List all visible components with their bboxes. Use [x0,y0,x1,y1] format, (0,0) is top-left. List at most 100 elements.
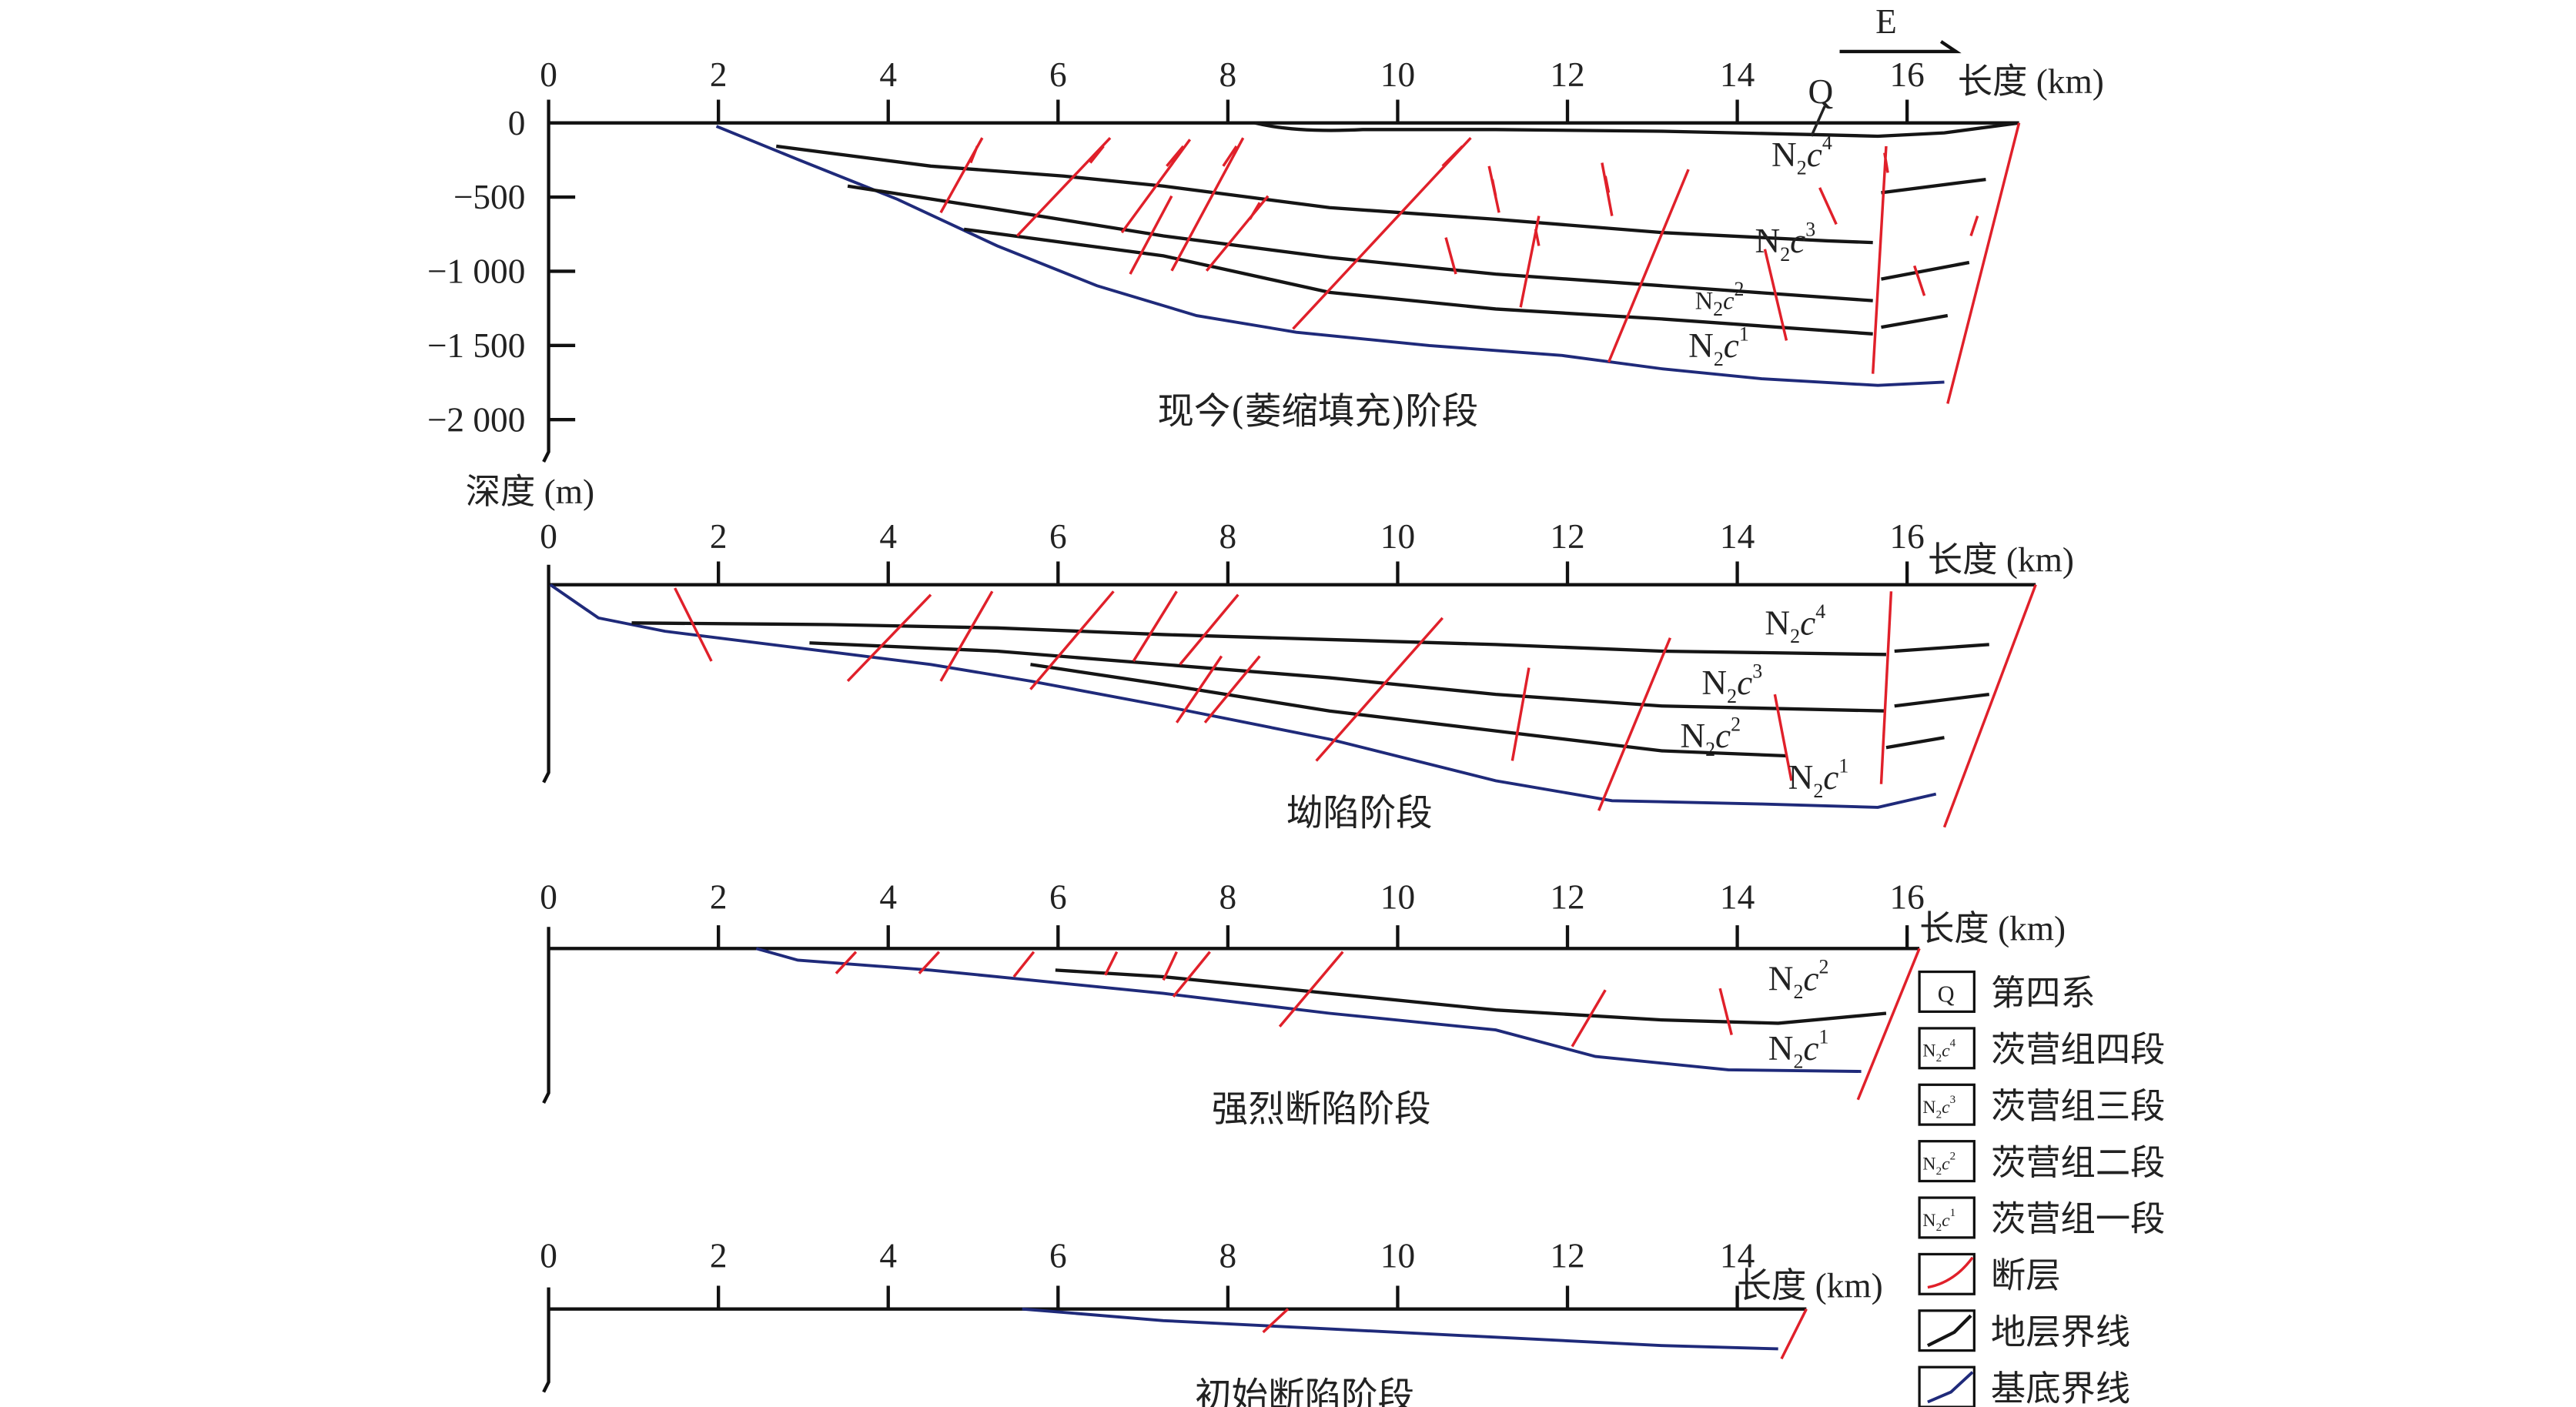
formation-label-n2c3: N2c3 [1755,218,1815,265]
formation-label-n2c2: N2c2 [1695,278,1745,320]
x-tick-label: 10 [1380,878,1415,917]
strata-line [1055,968,1887,1025]
formation-label-n2c1: N2c1 [1768,1025,1829,1072]
x-tick-label: 4 [879,55,897,94]
x-tick-label: 2 [710,517,728,556]
formation-label-n2c2: N2c2 [1680,714,1741,760]
x-tick-label: 16 [1889,517,1924,556]
depth-tick-label: −1 000 [427,252,526,291]
depth-tick-label: −1 500 [427,326,526,365]
depth-axis [542,99,550,463]
depth-axis [542,564,550,784]
x-axis-label: 长度 (km) [1958,62,2104,101]
strata-line [775,144,1986,245]
basement-line-icon [1927,1371,1974,1404]
direction-label: E [1875,2,1897,41]
x-tick-label: 14 [1720,1237,1755,1275]
x-tick-label: 0 [540,1237,557,1275]
x-tick-label: 6 [1049,878,1067,917]
depth-tick-label: −500 [453,178,526,216]
strata-line [809,641,1990,713]
depth-ticks: 0−500−1 000−1 500−2 000 [427,104,576,439]
svg-text:地层界线: 地层界线 [1991,1312,2130,1352]
x-tick-label: 6 [1049,55,1067,94]
strata-line [1030,663,1945,758]
legend: Q 第四系 N2c4 茨营组四段 N2c3 茨营组三段 N2c2 茨营组二段 N2c1 茨… [1918,970,2166,1407]
svg-text:茨营组二段: 茨营组二段 [1991,1142,2166,1183]
faults [1262,1308,1808,1360]
quaternary-base-line [1254,121,2019,139]
x-tick-label: 12 [1550,1237,1584,1275]
svg-text:断层: 断层 [1991,1255,2061,1296]
legend-item-n2c4: N2c4 茨营组四段 [1918,1027,2166,1070]
x-tick-label: 2 [710,55,728,94]
svg-text:茨营组一段: 茨营组一段 [1991,1198,2166,1239]
basement-line [549,583,1937,809]
x-tick-label: 12 [1550,878,1584,917]
x-tick-label: 0 [540,878,557,917]
strata-line-icon [1926,1314,1972,1348]
panel-title: 现今(萎缩填充)阶段 [1157,390,1478,433]
basement-line [755,947,1862,1073]
formation-label-n2c2: N2c2 [1768,956,1829,1003]
panel-title: 初始断陷阶段 [1195,1375,1414,1407]
x-tick-label: 10 [1380,1237,1415,1275]
svg-text:茨营组四段: 茨营组四段 [1991,1029,2166,1070]
svg-text:N2c1: N2c1 [1922,1207,1955,1234]
svg-text:N2c3: N2c3 [1922,1094,1955,1121]
legend-item-n2c3: N2c3 茨营组三段 [1918,1083,2166,1126]
depth-tick-label: 0 [508,104,526,142]
x-tick-label: 8 [1219,1237,1237,1275]
x-tick-label: 8 [1219,878,1237,917]
x-axis-label: 长度 (km) [1919,910,2066,948]
legend-item-quaternary: Q 第四系 [1918,970,2096,1014]
legend-item-basement-line: 基底界线 [1918,1365,2130,1407]
x-axis-label: 长度 (km) [1928,540,2074,579]
legend-item-n2c2: N2c2 茨营组二段 [1918,1140,2166,1183]
x-axis-label: 长度 (km) [1737,1267,1883,1305]
x-tick-label: 14 [1720,878,1755,917]
fault-line-icon [1927,1256,1974,1289]
x-tick-label: 6 [1049,1237,1067,1275]
formation-label-n2c1: N2c1 [1688,323,1749,369]
svg-text:茨营组三段: 茨营组三段 [1991,1085,2166,1126]
x-tick-label: 8 [1219,55,1237,94]
faults [835,947,1921,1101]
formation-label-n2c3: N2c3 [1701,660,1762,707]
east-arrow-icon [1839,40,1962,54]
faults [674,584,2037,828]
x-tick-label: 14 [1720,55,1755,94]
x-tick-label: 4 [879,517,897,556]
faults [939,105,2021,404]
strata-line [963,227,1949,336]
depth-axis [542,927,550,1105]
depth-axis [542,1287,550,1393]
x-tick-label: 6 [1049,517,1067,556]
x-tick-label: 10 [1380,517,1415,556]
x-tick-label: 0 [540,517,557,556]
svg-text:第四系: 第四系 [1991,973,2096,1014]
y-axis-label: 深度 (m) [466,473,594,511]
x-tick-label: 12 [1550,55,1584,94]
legend-item-fault: 断层 [1918,1252,2061,1296]
x-tick-label: 2 [710,878,728,917]
svg-text:N2c2: N2c2 [1922,1150,1955,1177]
x-tick-label: 8 [1219,517,1237,556]
legend-item-n2c1: N2c1 茨营组一段 [1918,1196,2166,1239]
legend-item-strata-line: 地层界线 [1918,1309,2130,1352]
panel-title: 坳陷阶段 [1286,793,1433,835]
svg-text:Q: Q [1938,981,1955,1007]
x-tick-label: 0 [540,55,557,94]
basement-line [715,125,1945,387]
x-tick-label: 16 [1889,878,1924,917]
x-tick-label: 16 [1889,55,1924,94]
formation-label-n2c4: N2c4 [1765,600,1825,647]
svg-text:N2c4: N2c4 [1922,1038,1955,1064]
